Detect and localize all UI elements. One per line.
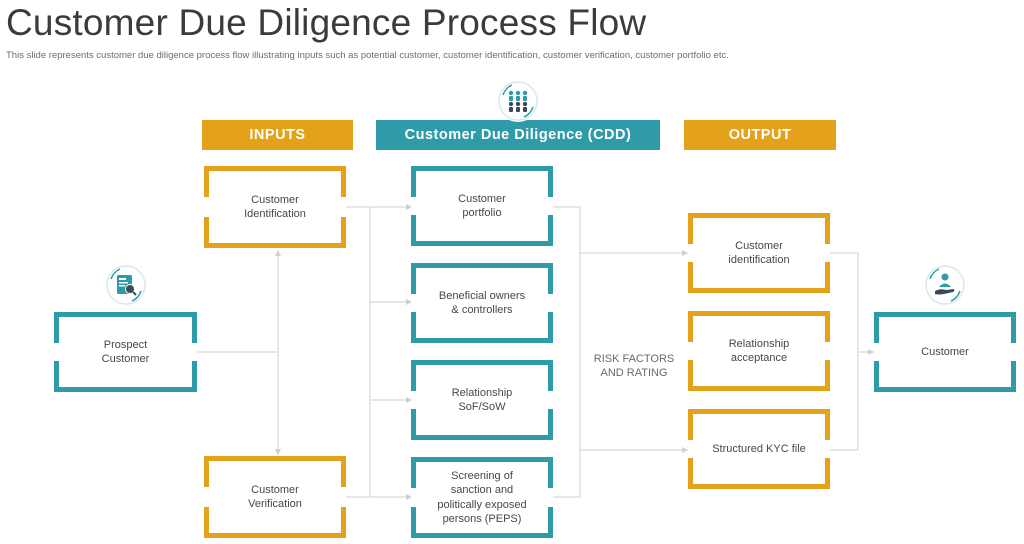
cdd-box-relationship: Relationship SoF/SoW	[411, 360, 553, 440]
header-inputs: INPUTS	[202, 120, 353, 150]
cdd-label: Relationship SoF/SoW	[451, 386, 513, 413]
cdd-icon-badge	[497, 80, 539, 122]
cdd-label: Customer portfolio	[458, 192, 506, 219]
header-cdd: Customer Due Diligence (CDD)	[376, 120, 660, 150]
cdd-label: Beneficial owners & controllers	[438, 289, 526, 316]
cdd-box-screening: Screening of sanction and politically ex…	[411, 457, 553, 538]
cdd-box-portfolio: Customer portfolio	[411, 166, 553, 246]
arrow-down	[275, 449, 281, 455]
arrow-up	[275, 250, 281, 256]
cdd-box-beneficial-owners: Beneficial owners & controllers	[411, 263, 553, 343]
input-box-identification: Customer Identification	[204, 166, 346, 248]
prospect-customer-label: Prospect Customer	[101, 338, 150, 365]
output-box-acceptance: Relationship acceptance	[688, 311, 830, 391]
output-box-kyc: Structured KYC file	[688, 409, 830, 489]
output-box-identification: Customer identification	[688, 213, 830, 293]
customer-search-icon	[106, 265, 146, 305]
page-title: Customer Due Diligence Process Flow	[6, 2, 647, 43]
output-label: Structured KYC file	[712, 442, 806, 455]
input-label: Customer Identification	[244, 193, 306, 220]
output-label: Customer identification	[728, 239, 790, 266]
customer-hand-icon	[925, 265, 965, 305]
prospect-icon-badge	[105, 264, 147, 306]
cdd-label: Screening of sanction and politically ex…	[437, 469, 527, 525]
page-subtitle: This slide represents customer due dilig…	[6, 50, 729, 61]
prospect-customer-box: Prospect Customer	[54, 312, 197, 392]
customer-box: Customer	[874, 312, 1016, 392]
customer-icon-badge	[924, 264, 966, 306]
input-label: Customer Verification	[248, 483, 302, 510]
input-box-verification: Customer Verification	[204, 456, 346, 538]
output-label: Relationship acceptance	[728, 337, 790, 364]
customer-label: Customer	[921, 345, 969, 358]
header-output: OUTPUT	[684, 120, 836, 150]
risk-factors-label: RISK FACTORS AND RATING	[593, 353, 675, 380]
team-group-icon	[498, 81, 538, 121]
